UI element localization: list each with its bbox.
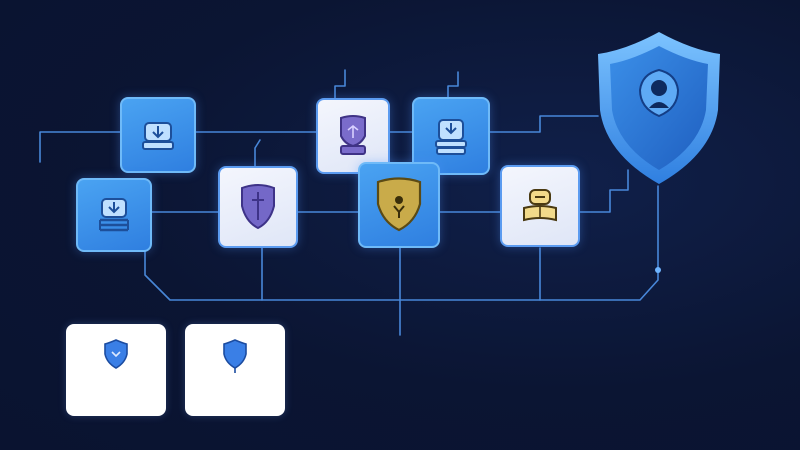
node-6[interactable]	[358, 162, 440, 248]
shield-badge-icon	[340, 115, 366, 155]
blue-shield-icon	[104, 339, 128, 369]
node-5[interactable]	[218, 166, 298, 248]
link-riser-1	[334, 69, 346, 99]
chat-book-icon	[523, 189, 557, 222]
archive-box-icon	[142, 122, 174, 150]
stacked-database-icon	[435, 119, 467, 155]
link-up-1	[254, 139, 261, 171]
user-lock-shield-icon	[598, 32, 720, 184]
purple-shield-icon	[241, 184, 275, 230]
gold-shield-icon	[376, 177, 422, 232]
blue-shield-icon	[223, 339, 247, 373]
shield-stem-dot	[655, 267, 661, 273]
link-right-branch	[579, 169, 629, 213]
link-bottom-bus	[144, 247, 263, 301]
server-rack-icon	[99, 198, 129, 232]
node-4[interactable]	[76, 178, 152, 252]
card-2[interactable]	[185, 324, 285, 416]
link-bottom-bus-2	[261, 269, 659, 301]
central-shield[interactable]	[592, 28, 726, 192]
node-1[interactable]	[120, 97, 196, 173]
node-2[interactable]	[316, 98, 390, 174]
node-7[interactable]	[500, 165, 580, 247]
link-top-row	[39, 115, 599, 163]
card-1[interactable]	[66, 324, 166, 416]
link-riser-2	[447, 71, 459, 99]
